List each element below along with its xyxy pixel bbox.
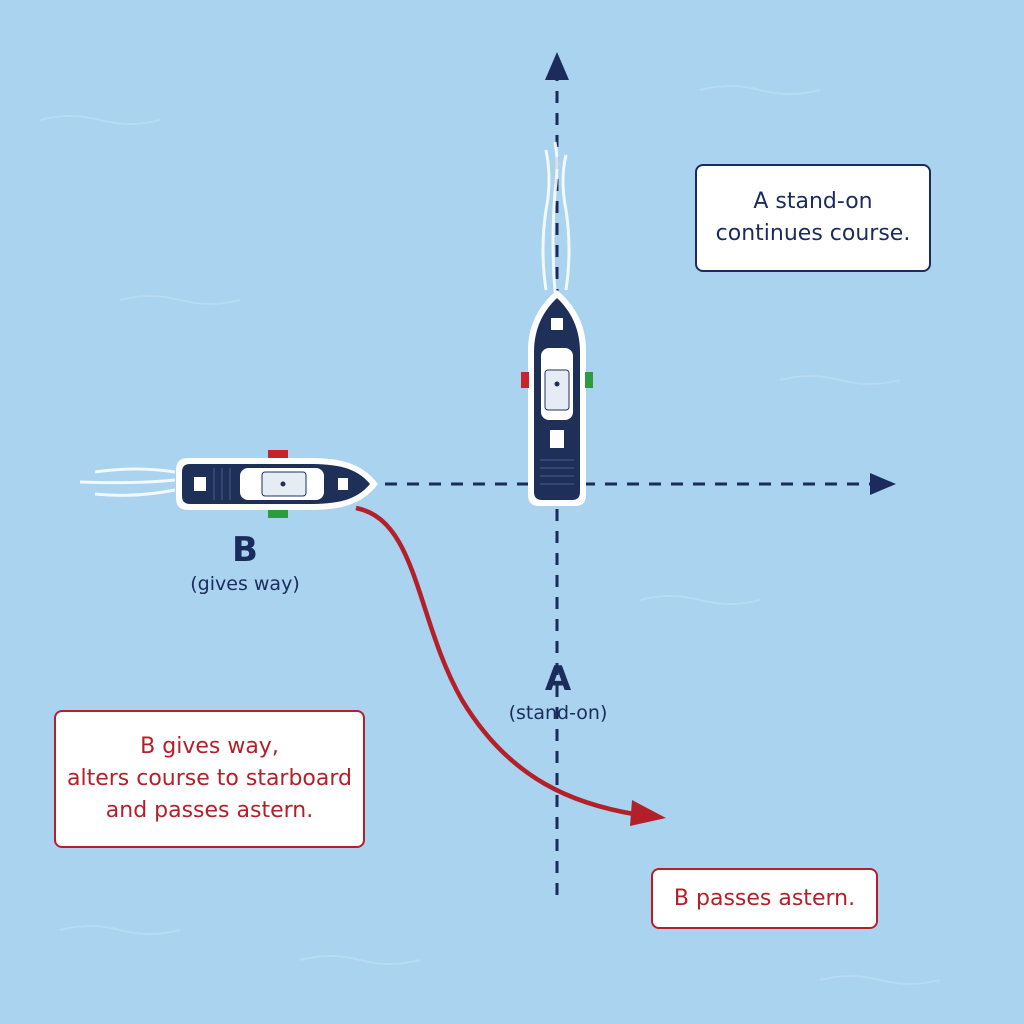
vessel-a-label: A (stand-on) [503,662,613,723]
vessel-b-alteration-arrow [630,800,666,826]
callout-b-passes-text: B passes astern. [673,885,856,911]
callout-a-continues-course: A stand-on continues course. [695,164,931,272]
callout-b-line-1: B gives way, [140,734,279,760]
vessel-a-cabin-roof [544,369,570,411]
vessel-b-label: B (gives way) [185,533,305,594]
water-ripples [39,85,941,985]
vessel-a [521,290,593,506]
vessel-a-letter: A [544,659,572,699]
vessel-b-port-light [268,450,288,458]
vessel-a-role: (stand-on) [508,702,608,724]
vessel-b-mast [280,481,286,487]
callout-a-line-1: A stand-on [753,189,873,215]
callout-b-gives-way: B gives way, alters course to starboard … [54,710,365,848]
vessel-b-wake [79,467,176,497]
vessel-a-starboard-light [585,372,593,388]
callout-b-line-2: alters course to starboard [66,766,352,792]
vessel-b-stern-hatch [194,477,206,491]
vessel-b-letter: B [232,530,258,570]
vessel-b [176,450,378,518]
vessel-b-bow-hatch [338,478,348,490]
callout-b-line-3: and passes astern. [105,797,314,823]
vessel-a-bow-hatch [551,318,563,330]
vessel-a-deck-lines [540,459,574,485]
callout-b-passes-astern: B passes astern. [651,868,878,929]
vessel-b-role: (gives way) [190,573,300,595]
vessel-b-starboard-light [268,510,288,518]
vessel-b-deck-lines [213,468,231,500]
vessel-a-mast [554,381,560,387]
vessel-b-alteration-path [355,505,641,818]
vessel-a-course-arrow [545,52,569,80]
vessel-b-course-arrow [870,473,896,495]
vessel-a-stern-hatch [550,430,564,448]
vessel-a-port-light [521,372,529,388]
vessel-a-wake [541,141,571,293]
callout-a-line-2: continues course. [715,221,911,246]
